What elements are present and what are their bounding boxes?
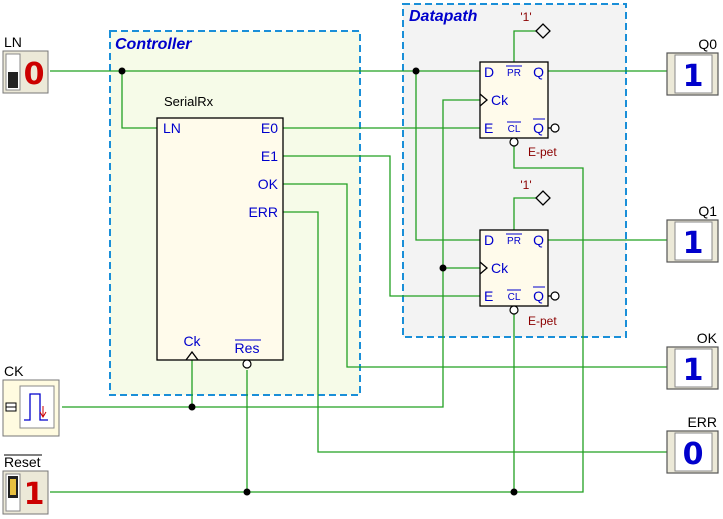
reset-value: 1	[24, 477, 45, 512]
q1-value: 1	[683, 226, 704, 261]
ff1-type: E-pet	[528, 314, 557, 328]
wire-err	[283, 211, 667, 453]
reset-label: Reset	[4, 454, 41, 470]
q0-value: 1	[683, 59, 704, 94]
serialrx-pin-e1: E1	[261, 148, 278, 164]
wires	[50, 30, 667, 496]
flipflop-0[interactable]: D PR Q Ck E CL Q '1' E-pet	[479, 10, 560, 159]
q1-label: Q1	[698, 203, 717, 219]
serialrx-pin-ok: OK	[258, 176, 279, 192]
ff0-q: Q	[533, 64, 544, 80]
wire-e1	[283, 155, 480, 297]
controller-title: Controller	[115, 36, 192, 53]
wire-reset	[50, 139, 584, 493]
serialrx-pin-e0: E0	[261, 120, 278, 136]
wire-ok	[283, 183, 667, 368]
wire-ln-to-rx	[121, 71, 157, 129]
err-display: ERR 0	[666, 414, 719, 474]
ff1-const: '1'	[520, 178, 531, 192]
ff1-pr: PR	[507, 236, 521, 247]
ok-display: OK 1	[666, 330, 719, 390]
wire-ln-to-ff2	[415, 71, 480, 241]
wire-pr2	[513, 197, 536, 230]
ff1-qbar: Q	[533, 288, 544, 304]
ff1-e: E	[484, 288, 493, 304]
ck-clock-source[interactable]: CK	[2, 363, 60, 437]
serialrx-pin-res: Res	[235, 340, 260, 356]
q1-display: Q1 1	[666, 203, 719, 263]
ff0-qbar: Q	[533, 120, 544, 136]
ff1-ck: Ck	[491, 260, 509, 276]
q0-display: Q0 1	[666, 36, 719, 96]
ff0-cl: CL	[508, 124, 521, 135]
ck-label: CK	[4, 363, 24, 379]
q0-label: Q0	[698, 36, 717, 52]
serialrx-pin-err: ERR	[248, 204, 278, 220]
ff0-d: D	[484, 64, 494, 80]
ln-label: LN	[4, 34, 22, 50]
serialrx-name: SerialRx	[164, 94, 214, 109]
ln-switch[interactable]: LN 0	[2, 34, 49, 94]
ff0-const: '1'	[520, 10, 531, 24]
ok-value: 1	[683, 353, 704, 388]
ok-label: OK	[697, 330, 718, 346]
wire-ck	[62, 99, 480, 408]
datapath-title: Datapath	[409, 8, 478, 25]
ln-value: 0	[24, 57, 45, 92]
ff0-type: E-pet	[528, 145, 557, 159]
serialrx-component[interactable]: SerialRx LN E0 E1 OK ERR Ck Res	[156, 94, 284, 369]
reset-switch[interactable]: Reset 1	[2, 454, 49, 515]
ff0-ck: Ck	[491, 92, 509, 108]
ff1-d: D	[484, 232, 494, 248]
ff1-q: Q	[533, 232, 544, 248]
ff0-e: E	[484, 120, 493, 136]
serialrx-pin-ln: LN	[163, 120, 181, 136]
err-value: 0	[683, 437, 704, 472]
ff0-pr: PR	[507, 68, 521, 79]
serialrx-pin-ck: Ck	[183, 333, 201, 349]
flipflop-1[interactable]: D PR Q Ck E CL Q '1' E-pet	[479, 178, 560, 328]
wire-pr1	[513, 30, 536, 62]
err-label: ERR	[687, 414, 717, 430]
ff1-cl: CL	[508, 292, 521, 303]
